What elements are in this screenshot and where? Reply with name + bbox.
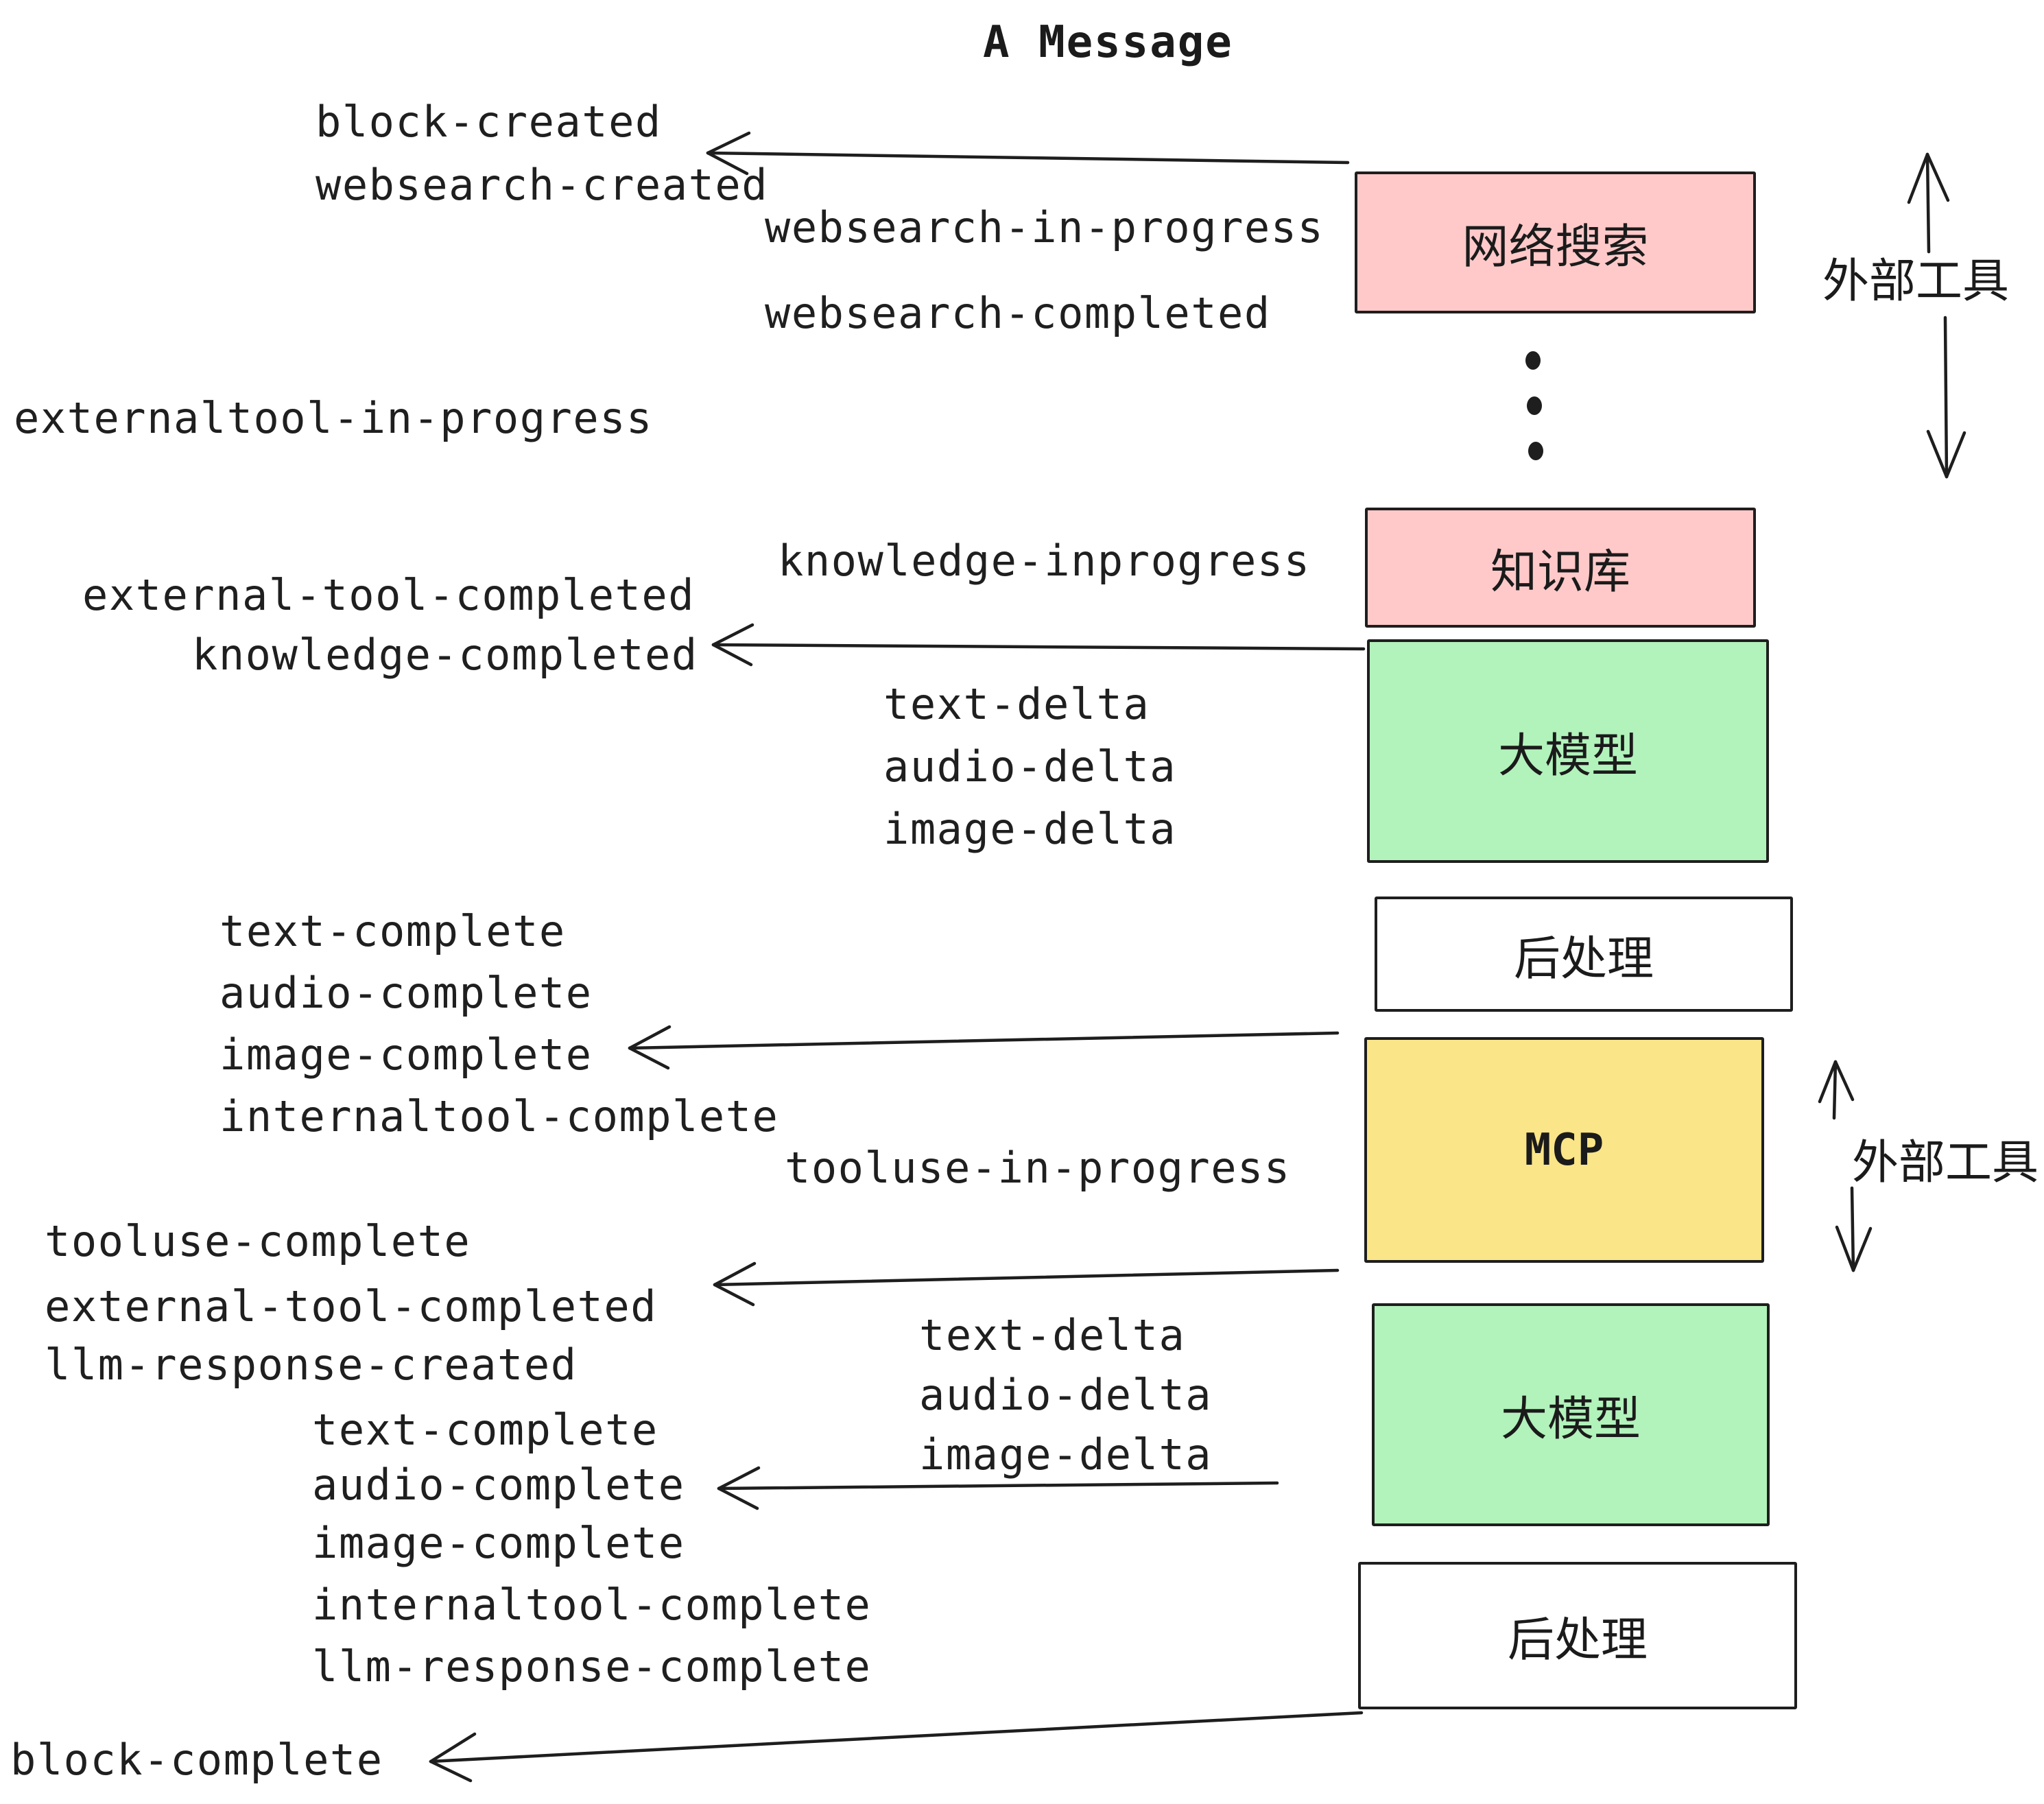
event-audio-delta-1: audio-delta	[883, 741, 1177, 792]
arrow-post1-to-complete-icon	[628, 1025, 1340, 1070]
diagram-title: A Message	[983, 17, 1233, 68]
event-image-complete-2: image-complete	[312, 1518, 685, 1568]
event-text-delta-1: text-delta	[883, 679, 1150, 729]
event-external-tool-completed: external-tool-completed	[82, 570, 696, 620]
event-image-delta-1: image-delta	[883, 804, 1177, 854]
event-text-complete-2: text-complete	[312, 1405, 658, 1455]
box-postprocess-2-label: 后处理	[1507, 1614, 1648, 1666]
box-postprocess-2: 后处理	[1358, 1562, 1797, 1709]
event-llm-response-complete: llm-response-complete	[312, 1641, 872, 1692]
external-tools-top-up-arrow-icon	[1907, 152, 1950, 254]
event-externaltool-in-progress: externaltool-in-progress	[14, 393, 653, 443]
box-knowledge: 知识库	[1365, 508, 1756, 628]
box-mcp-label: MCP	[1524, 1124, 1604, 1176]
box-llm-2-label: 大模型	[1500, 1393, 1641, 1445]
arrow-websearch-to-created-icon	[706, 131, 1350, 176]
label-external-tools-mid: 外部工具	[1852, 1137, 2039, 1189]
box-websearch-label: 网络搜索	[1462, 221, 1649, 273]
event-block-complete: block-complete	[10, 1735, 383, 1785]
event-tooluse-complete: tooluse-complete	[45, 1216, 471, 1266]
event-internaltool-complete-1: internaltool-complete	[219, 1091, 779, 1141]
arrow-knowledge-to-completed-icon	[711, 623, 1366, 667]
ellipsis-dot-2	[1527, 396, 1542, 415]
box-llm-1: 大模型	[1367, 639, 1769, 863]
event-websearch-created: websearch-created	[316, 160, 769, 210]
box-postprocess-1-label: 后处理	[1513, 932, 1654, 985]
ellipsis-dot-3	[1528, 442, 1543, 460]
event-text-delta-2: text-delta	[919, 1310, 1186, 1360]
external-tools-mid-down-arrow-icon	[1835, 1186, 1873, 1272]
event-knowledge-completed: knowledge-completed	[192, 630, 698, 680]
event-block-created: block-created	[316, 97, 662, 147]
event-external-tool-completed-2: external-tool-completed	[45, 1281, 658, 1331]
event-knowledge-inprogress: knowledge-inprogress	[778, 536, 1311, 586]
box-websearch: 网络搜索	[1355, 171, 1756, 313]
event-image-complete-1: image-complete	[219, 1030, 593, 1080]
event-audio-complete-1: audio-complete	[219, 968, 593, 1018]
event-audio-delta-2: audio-delta	[919, 1370, 1213, 1420]
event-tooluse-in-progress: tooluse-in-progress	[785, 1143, 1291, 1193]
box-knowledge-label: 知识库	[1490, 546, 1630, 598]
event-llm-response-created: llm-response-created	[45, 1340, 578, 1390]
event-audio-complete-2: audio-complete	[312, 1460, 685, 1510]
event-websearch-completed: websearch-completed	[765, 288, 1271, 338]
event-internaltool-complete-2: internaltool-complete	[312, 1580, 872, 1630]
ellipsis-dot-1	[1525, 351, 1541, 370]
box-postprocess-1: 后处理	[1375, 897, 1793, 1012]
external-tools-mid-up-arrow-icon	[1818, 1060, 1855, 1120]
event-text-complete-1: text-complete	[219, 906, 566, 956]
event-image-delta-2: image-delta	[919, 1429, 1213, 1480]
box-llm-2: 大模型	[1372, 1303, 1770, 1526]
arrow-mcp-to-toolusecomplete-icon	[713, 1261, 1340, 1307]
label-external-tools-top: 外部工具	[1822, 255, 2010, 307]
arrow-post2-to-blockcomplete-icon	[429, 1711, 1364, 1783]
external-tools-top-down-arrow-icon	[1926, 316, 1966, 479]
box-llm-1-label: 大模型	[1497, 729, 1638, 782]
event-websearch-in-progress: websearch-in-progress	[765, 202, 1324, 252]
box-mcp: MCP	[1364, 1037, 1764, 1263]
